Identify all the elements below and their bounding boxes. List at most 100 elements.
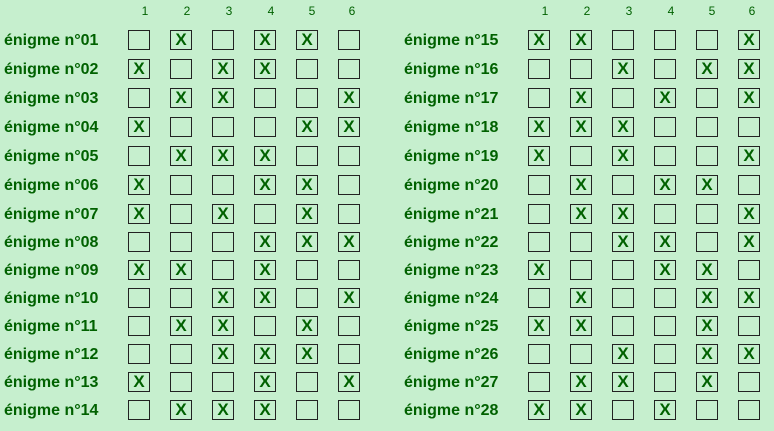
checkbox-col-2[interactable] <box>170 59 192 79</box>
checkbox-col-6[interactable] <box>338 400 360 420</box>
checkbox-col-1[interactable]: X <box>128 204 150 224</box>
checkbox-col-2[interactable]: X <box>170 30 192 50</box>
checkbox-col-1[interactable] <box>128 400 150 420</box>
checkbox-col-6[interactable]: X <box>738 59 760 79</box>
checkbox-col-2[interactable]: X <box>570 175 592 195</box>
checkbox-col-6[interactable] <box>338 146 360 166</box>
checkbox-col-5[interactable] <box>696 146 718 166</box>
checkbox-col-4[interactable]: X <box>254 232 276 252</box>
checkbox-col-2[interactable]: X <box>570 400 592 420</box>
checkbox-col-1[interactable] <box>128 344 150 364</box>
checkbox-col-4[interactable] <box>654 117 676 137</box>
checkbox-col-1[interactable] <box>128 288 150 308</box>
checkbox-col-4[interactable]: X <box>654 232 676 252</box>
checkbox-col-1[interactable] <box>528 232 550 252</box>
checkbox-col-3[interactable] <box>612 260 634 280</box>
checkbox-col-1[interactable] <box>128 146 150 166</box>
checkbox-col-1[interactable] <box>528 372 550 392</box>
checkbox-col-4[interactable] <box>654 30 676 50</box>
checkbox-col-5[interactable]: X <box>696 175 718 195</box>
checkbox-col-5[interactable] <box>296 372 318 392</box>
checkbox-col-6[interactable] <box>738 400 760 420</box>
checkbox-col-1[interactable] <box>128 30 150 50</box>
checkbox-col-6[interactable]: X <box>338 288 360 308</box>
checkbox-col-4[interactable]: X <box>254 400 276 420</box>
checkbox-col-1[interactable] <box>528 288 550 308</box>
checkbox-col-1[interactable] <box>528 344 550 364</box>
checkbox-col-4[interactable]: X <box>254 260 276 280</box>
checkbox-col-1[interactable]: X <box>528 146 550 166</box>
checkbox-col-4[interactable]: X <box>254 288 276 308</box>
checkbox-col-2[interactable]: X <box>170 260 192 280</box>
checkbox-col-2[interactable] <box>170 232 192 252</box>
checkbox-col-5[interactable] <box>696 204 718 224</box>
checkbox-col-5[interactable] <box>696 30 718 50</box>
checkbox-col-4[interactable]: X <box>654 175 676 195</box>
checkbox-col-2[interactable]: X <box>570 88 592 108</box>
checkbox-col-3[interactable]: X <box>612 204 634 224</box>
checkbox-col-6[interactable]: X <box>338 117 360 137</box>
checkbox-col-4[interactable] <box>254 117 276 137</box>
checkbox-col-5[interactable]: X <box>696 260 718 280</box>
checkbox-col-4[interactable] <box>654 288 676 308</box>
checkbox-col-3[interactable] <box>612 316 634 336</box>
checkbox-col-6[interactable] <box>338 260 360 280</box>
checkbox-col-2[interactable] <box>570 59 592 79</box>
checkbox-col-2[interactable]: X <box>170 316 192 336</box>
checkbox-col-3[interactable]: X <box>612 117 634 137</box>
checkbox-col-1[interactable]: X <box>528 30 550 50</box>
checkbox-col-4[interactable]: X <box>654 260 676 280</box>
checkbox-col-5[interactable] <box>696 400 718 420</box>
checkbox-col-6[interactable]: X <box>738 232 760 252</box>
checkbox-col-1[interactable]: X <box>128 260 150 280</box>
checkbox-col-2[interactable] <box>170 372 192 392</box>
checkbox-col-3[interactable]: X <box>212 204 234 224</box>
checkbox-col-5[interactable]: X <box>696 316 718 336</box>
checkbox-col-6[interactable] <box>338 204 360 224</box>
checkbox-col-5[interactable]: X <box>696 372 718 392</box>
checkbox-col-2[interactable]: X <box>170 146 192 166</box>
checkbox-col-2[interactable]: X <box>170 400 192 420</box>
checkbox-col-4[interactable] <box>254 204 276 224</box>
checkbox-col-5[interactable] <box>296 288 318 308</box>
checkbox-col-6[interactable]: X <box>738 288 760 308</box>
checkbox-col-6[interactable]: X <box>338 88 360 108</box>
checkbox-col-3[interactable] <box>212 232 234 252</box>
checkbox-col-3[interactable] <box>212 175 234 195</box>
checkbox-col-3[interactable]: X <box>212 316 234 336</box>
checkbox-col-3[interactable]: X <box>212 88 234 108</box>
checkbox-col-4[interactable] <box>654 204 676 224</box>
checkbox-col-6[interactable] <box>338 59 360 79</box>
checkbox-col-4[interactable] <box>654 316 676 336</box>
checkbox-col-2[interactable] <box>570 146 592 166</box>
checkbox-col-4[interactable]: X <box>254 372 276 392</box>
checkbox-col-1[interactable]: X <box>128 59 150 79</box>
checkbox-col-6[interactable] <box>338 344 360 364</box>
checkbox-col-1[interactable] <box>128 232 150 252</box>
checkbox-col-3[interactable] <box>612 30 634 50</box>
checkbox-col-6[interactable]: X <box>738 204 760 224</box>
checkbox-col-5[interactable]: X <box>696 344 718 364</box>
checkbox-col-1[interactable]: X <box>128 117 150 137</box>
checkbox-col-6[interactable]: X <box>338 232 360 252</box>
checkbox-col-2[interactable]: X <box>570 30 592 50</box>
checkbox-col-5[interactable]: X <box>296 316 318 336</box>
checkbox-col-4[interactable] <box>654 372 676 392</box>
checkbox-col-2[interactable] <box>570 344 592 364</box>
checkbox-col-6[interactable] <box>738 260 760 280</box>
checkbox-col-3[interactable]: X <box>212 59 234 79</box>
checkbox-col-6[interactable] <box>738 117 760 137</box>
checkbox-col-6[interactable] <box>738 316 760 336</box>
checkbox-col-6[interactable] <box>338 316 360 336</box>
checkbox-col-4[interactable]: X <box>254 175 276 195</box>
checkbox-col-6[interactable]: X <box>738 344 760 364</box>
checkbox-col-6[interactable] <box>738 175 760 195</box>
checkbox-col-5[interactable] <box>296 59 318 79</box>
checkbox-col-6[interactable] <box>738 372 760 392</box>
checkbox-col-2[interactable] <box>170 175 192 195</box>
checkbox-col-1[interactable] <box>528 204 550 224</box>
checkbox-col-5[interactable] <box>296 146 318 166</box>
checkbox-col-5[interactable]: X <box>296 117 318 137</box>
checkbox-col-3[interactable]: X <box>212 344 234 364</box>
checkbox-col-2[interactable]: X <box>570 288 592 308</box>
